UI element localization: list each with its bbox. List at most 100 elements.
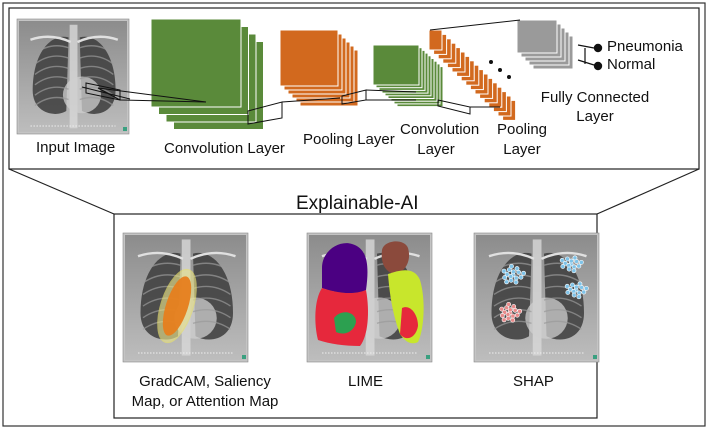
shap-point-blue bbox=[564, 283, 570, 289]
xray-rib bbox=[192, 274, 231, 284]
kernel-line-1b bbox=[97, 87, 121, 101]
kernel-line-1c bbox=[119, 99, 207, 103]
lime-segment-red-2 bbox=[400, 307, 418, 339]
shap-point-blue bbox=[502, 275, 508, 280]
xray-rib bbox=[192, 297, 231, 307]
shap-label: SHAP bbox=[513, 373, 554, 390]
gradcam-label: GradCAM, Saliency Map, or Attention Map bbox=[120, 373, 290, 411]
xray-clavicle bbox=[488, 251, 535, 260]
pool2-feature-map bbox=[428, 29, 443, 51]
xray-rib bbox=[493, 285, 532, 296]
kernel-line-3a bbox=[365, 89, 417, 93]
xray-rib bbox=[34, 65, 69, 76]
kernel-window-4 bbox=[437, 99, 471, 115]
kernel-projection-1 bbox=[81, 86, 131, 100]
shap-point-blue bbox=[573, 284, 579, 290]
kernel-line-1a bbox=[97, 87, 207, 103]
input-image-label: Input Image bbox=[36, 139, 116, 156]
shap-point-blue bbox=[565, 290, 571, 295]
shap-point-red bbox=[511, 304, 517, 309]
kernel-window-2 bbox=[247, 101, 283, 125]
xray-clavicle bbox=[137, 251, 184, 260]
shap-point-red bbox=[514, 312, 520, 318]
xray-rib bbox=[34, 45, 69, 55]
shap-point-red bbox=[499, 313, 505, 318]
pool-layer-1-stack bbox=[279, 29, 359, 107]
shap-point-blue bbox=[578, 259, 584, 265]
shap-point-blue bbox=[566, 266, 572, 272]
xray-spine bbox=[365, 239, 375, 356]
shap-point-blue bbox=[518, 274, 524, 280]
output-node-pneumonia bbox=[593, 43, 603, 53]
xray-rib bbox=[79, 45, 114, 55]
shap-point-blue bbox=[510, 269, 516, 275]
xray-rib bbox=[543, 297, 582, 307]
pool1-feature-map bbox=[279, 29, 339, 87]
gradcam-xray-image bbox=[122, 232, 249, 363]
ellipsis-dot-2 bbox=[498, 68, 502, 72]
xray-rib bbox=[34, 76, 69, 86]
shap-point-red bbox=[510, 313, 516, 319]
conv-layer-1-stack bbox=[150, 18, 264, 130]
pool1-label: Pooling Layer bbox=[303, 131, 395, 148]
xray-rib bbox=[79, 76, 114, 86]
pool2-label-line1: Pooling bbox=[496, 121, 548, 138]
pool-layer-2-stack bbox=[428, 29, 517, 121]
lime-xray-image bbox=[306, 232, 433, 363]
shap-point-blue bbox=[577, 281, 583, 287]
gradcam-heat-region bbox=[162, 276, 192, 336]
xray-heart bbox=[62, 76, 101, 114]
xray-rib bbox=[34, 55, 69, 65]
xray-marker bbox=[123, 127, 127, 131]
xray-rib bbox=[142, 262, 181, 272]
shap-point-blue bbox=[568, 258, 574, 264]
kernel-line-5a bbox=[429, 19, 521, 31]
shap-point-red bbox=[507, 307, 513, 313]
xray-rib bbox=[79, 65, 114, 76]
shap-point-blue bbox=[570, 282, 575, 288]
xray-rib bbox=[543, 320, 582, 330]
shap-xray-image bbox=[473, 232, 600, 363]
xray-clavicle bbox=[190, 251, 236, 260]
shap-point-blue bbox=[581, 289, 587, 295]
fc-output-line-1 bbox=[577, 44, 595, 49]
kernel-line-2a bbox=[281, 97, 341, 103]
fc-feature-map bbox=[516, 19, 558, 54]
shap-point-blue bbox=[504, 279, 509, 285]
xray-rib bbox=[34, 96, 69, 107]
xray-marker bbox=[426, 355, 430, 359]
conv1-feature-map bbox=[150, 18, 242, 108]
shap-point-red bbox=[505, 315, 511, 321]
shap-point-blue bbox=[571, 268, 577, 274]
shap-point-blue bbox=[513, 275, 519, 281]
conv2-feature-map bbox=[372, 44, 420, 86]
fc-label: Fully Connected Layer bbox=[532, 89, 658, 126]
shap-point-blue bbox=[521, 270, 526, 276]
xray-rib bbox=[79, 96, 114, 107]
xray-rib bbox=[493, 297, 532, 307]
xray-rib bbox=[79, 86, 114, 96]
xray-rib bbox=[493, 262, 532, 272]
conv1-label: Convolution Layer bbox=[164, 140, 285, 157]
shap-point-blue bbox=[583, 285, 589, 291]
xai-title: Explainable-AI bbox=[296, 193, 419, 214]
conv2-label-line1: Convolution bbox=[400, 121, 480, 138]
shap-point-blue bbox=[513, 279, 519, 285]
shap-point-blue bbox=[504, 271, 510, 277]
projection-line-left bbox=[8, 168, 115, 215]
xray-clavicle bbox=[76, 35, 119, 44]
lime-segment-purple bbox=[322, 243, 368, 294]
output-normal-label: Normal bbox=[607, 56, 656, 73]
gradcam-label-line1: GradCAM, Saliency bbox=[139, 373, 271, 390]
shap-point-red bbox=[517, 308, 523, 314]
xray-spine bbox=[532, 239, 542, 356]
lime-segment-green bbox=[334, 312, 356, 334]
conv2-label: Convolution Layer bbox=[400, 121, 480, 159]
shap-point-blue bbox=[559, 257, 565, 263]
shap-point-red bbox=[510, 317, 516, 323]
xray-spine bbox=[69, 24, 78, 129]
xray-clavicle bbox=[30, 35, 72, 44]
xray-heart bbox=[525, 297, 568, 339]
shap-point-blue bbox=[571, 292, 577, 298]
shap-point-red bbox=[501, 317, 507, 323]
